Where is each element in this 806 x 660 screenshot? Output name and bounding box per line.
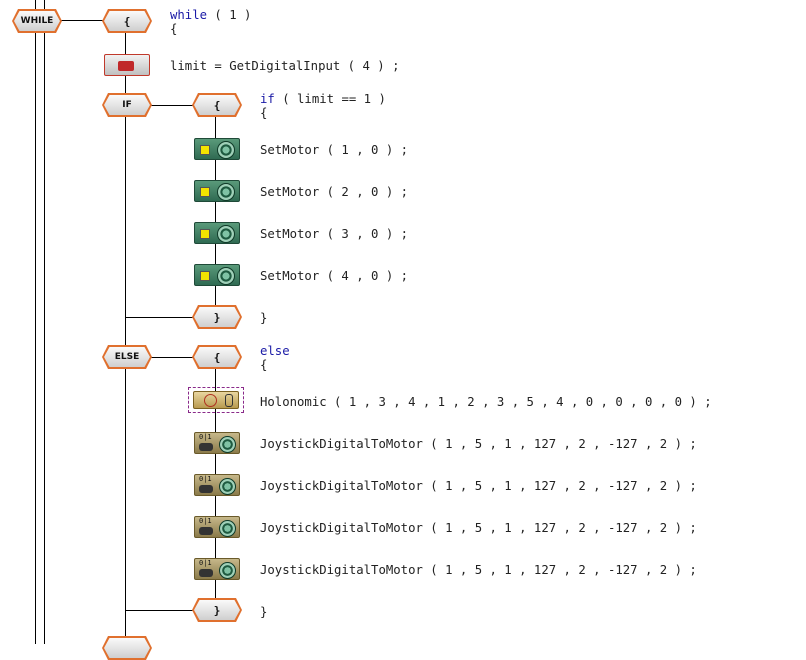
- brace-label: {: [194, 95, 240, 115]
- flow-line: [35, 0, 36, 644]
- while-label: WHILE: [14, 11, 60, 31]
- else-code: else: [260, 344, 290, 358]
- if-open-brace-block[interactable]: {: [194, 95, 240, 115]
- flow-line: [44, 0, 45, 644]
- setmotor-code: SetMotor ( 1 , 0 ) ;: [260, 143, 409, 157]
- else-label: ELSE: [104, 347, 150, 367]
- joystick-icon[interactable]: 0|1: [194, 516, 240, 538]
- setmotor-code: SetMotor ( 3 , 0 ) ;: [260, 227, 409, 241]
- holonomic-selection[interactable]: [188, 387, 244, 413]
- flow-line: [215, 114, 216, 314]
- while-block[interactable]: WHILE: [14, 11, 60, 31]
- holonomic-code: Holonomic ( 1 , 3 , 4 , 1 , 2 , 3 , 5 , …: [260, 395, 712, 409]
- brace-label: {: [104, 11, 150, 31]
- else-open-brace-block[interactable]: {: [194, 347, 240, 367]
- joystick-code: JoystickDigitalToMotor ( 1 , 5 , 1 , 127…: [260, 437, 697, 451]
- else-close-brace-block[interactable]: }: [194, 600, 240, 620]
- while-code: while ( 1 ): [170, 8, 251, 22]
- flow-line: [148, 357, 194, 358]
- joystick-code: JoystickDigitalToMotor ( 1 , 5 , 1 , 127…: [260, 563, 697, 577]
- next-block-partial[interactable]: [104, 638, 150, 658]
- if-label: IF: [104, 95, 150, 115]
- flow-line: [125, 317, 195, 318]
- while-keyword: while: [170, 8, 208, 22]
- setmotor-code: SetMotor ( 2 , 0 ) ;: [260, 185, 409, 199]
- brace-label: }: [194, 600, 240, 620]
- if-code: if ( limit == 1 ): [260, 92, 386, 106]
- else-keyword: else: [260, 344, 290, 358]
- motor-icon[interactable]: [194, 264, 240, 286]
- joystick-icon[interactable]: 0|1: [194, 558, 240, 580]
- else-close-brace-text: }: [260, 605, 268, 619]
- while-open-brace-block[interactable]: {: [104, 11, 150, 31]
- motor-icon[interactable]: [194, 222, 240, 244]
- else-brace-text: {: [260, 358, 268, 372]
- setmotor-code: SetMotor ( 4 , 0 ) ;: [260, 269, 409, 283]
- while-brace-text: {: [170, 22, 178, 36]
- if-close-brace-text: }: [260, 311, 268, 325]
- flow-line: [148, 105, 194, 106]
- if-keyword: if: [260, 92, 275, 106]
- joystick-code: JoystickDigitalToMotor ( 1 , 5 , 1 , 127…: [260, 479, 697, 493]
- holonomic-icon: [193, 391, 239, 409]
- joystick-icon[interactable]: 0|1: [194, 432, 240, 454]
- motor-icon[interactable]: [194, 138, 240, 160]
- if-block[interactable]: IF: [104, 95, 150, 115]
- joystick-icon-text: 0|1: [199, 475, 212, 483]
- flow-line: [58, 20, 104, 21]
- if-condition: ( limit == 1 ): [274, 92, 386, 106]
- digital-input-icon[interactable]: [104, 54, 150, 76]
- while-condition: ( 1 ): [207, 8, 252, 22]
- brace-label: }: [194, 307, 240, 327]
- flow-line: [125, 30, 126, 644]
- else-block[interactable]: ELSE: [104, 347, 150, 367]
- brace-label: {: [194, 347, 240, 367]
- next-block-label: [104, 638, 150, 658]
- joystick-icon-text: 0|1: [199, 517, 212, 525]
- joystick-icon-text: 0|1: [199, 433, 212, 441]
- flow-line: [125, 610, 195, 611]
- if-brace-text: {: [260, 106, 268, 120]
- limit-code: limit = GetDigitalInput ( 4 ) ;: [170, 59, 400, 73]
- joystick-icon[interactable]: 0|1: [194, 474, 240, 496]
- joystick-code: JoystickDigitalToMotor ( 1 , 5 , 1 , 127…: [260, 521, 697, 535]
- joystick-icon-text: 0|1: [199, 559, 212, 567]
- if-close-brace-block[interactable]: }: [194, 307, 240, 327]
- motor-icon[interactable]: [194, 180, 240, 202]
